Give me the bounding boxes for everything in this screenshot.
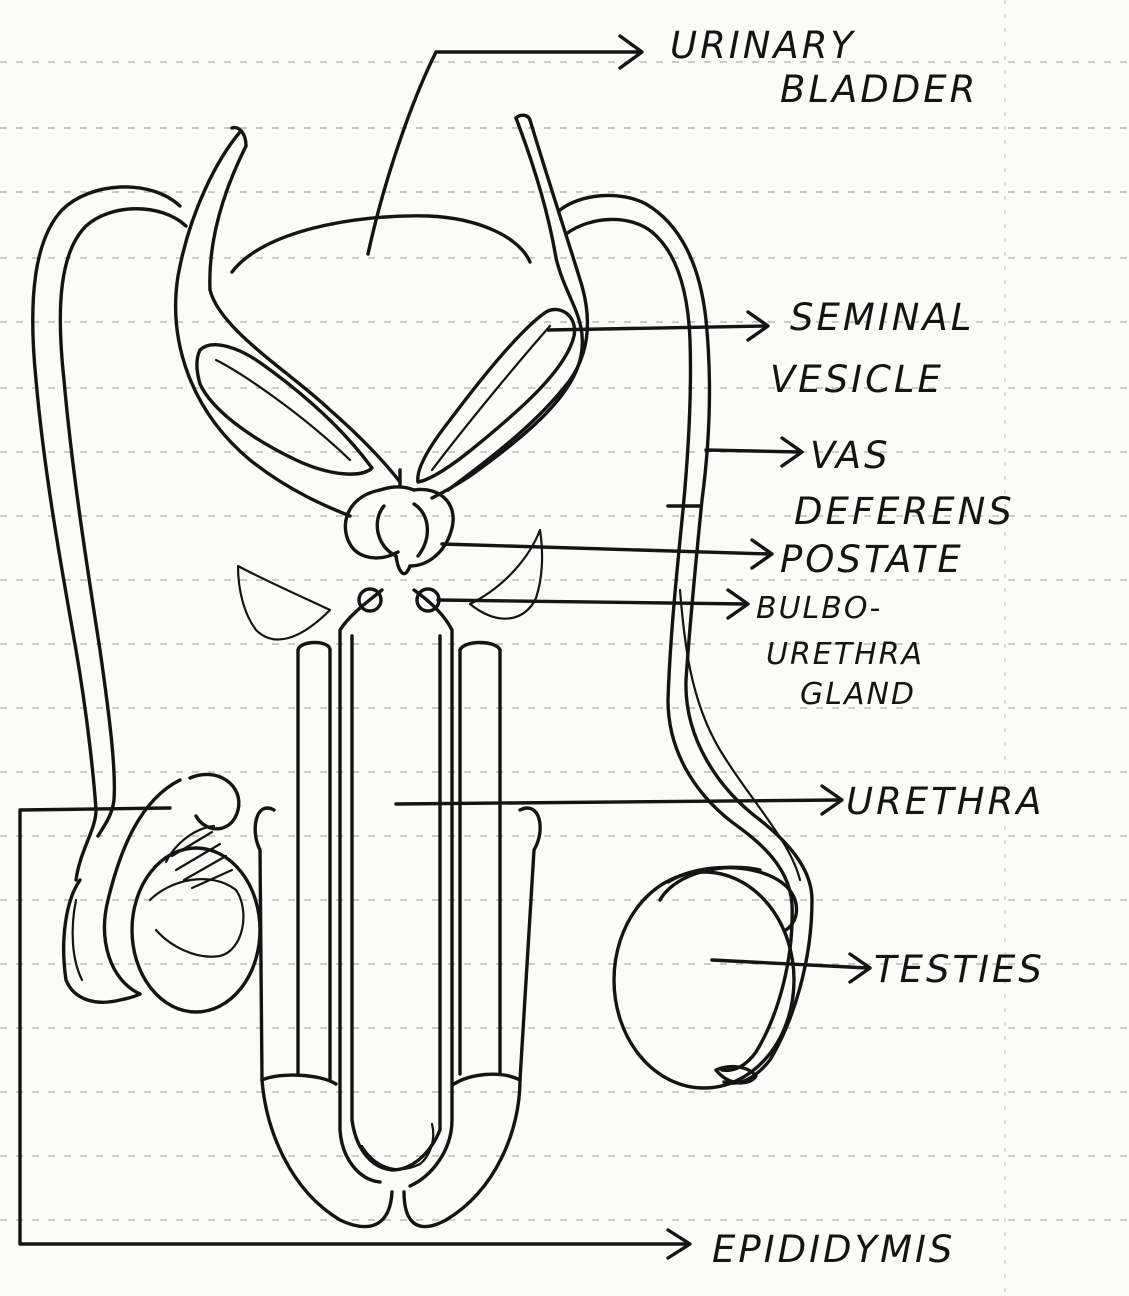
label-prostate: POSTATE — [780, 538, 964, 581]
label-vas-deferens-line1: VAS — [810, 434, 891, 477]
urinary-bladder-shape — [232, 216, 530, 272]
label-urethra: URETHRA — [846, 780, 1045, 823]
label-testis: TESTIES — [874, 948, 1045, 991]
penis-shaft — [255, 590, 540, 1227]
label-vas-deferens-line2: DEFERENS — [794, 490, 1015, 533]
label-bulbourethral-line2: URETHRA — [766, 637, 924, 672]
label-bulbourethral-line1: BULBO- — [756, 591, 882, 626]
label-urinary-bladder-line1: URINARY — [670, 24, 856, 67]
label-arrows — [20, 36, 870, 1258]
label-urinary-bladder-line2: BLADDER — [780, 68, 978, 111]
right-seminal-vesicle — [418, 115, 588, 498]
left-vas-deferens — [33, 187, 186, 880]
prostate-gland — [345, 470, 453, 574]
label-bulbourethral-line3: GLAND — [800, 677, 916, 712]
label-seminal-vesicle-line1: SEMINAL — [790, 296, 974, 339]
label-seminal-vesicle-line2: VESICLE — [770, 358, 944, 401]
label-epididymis: EPIDIDYMIS — [712, 1228, 955, 1271]
